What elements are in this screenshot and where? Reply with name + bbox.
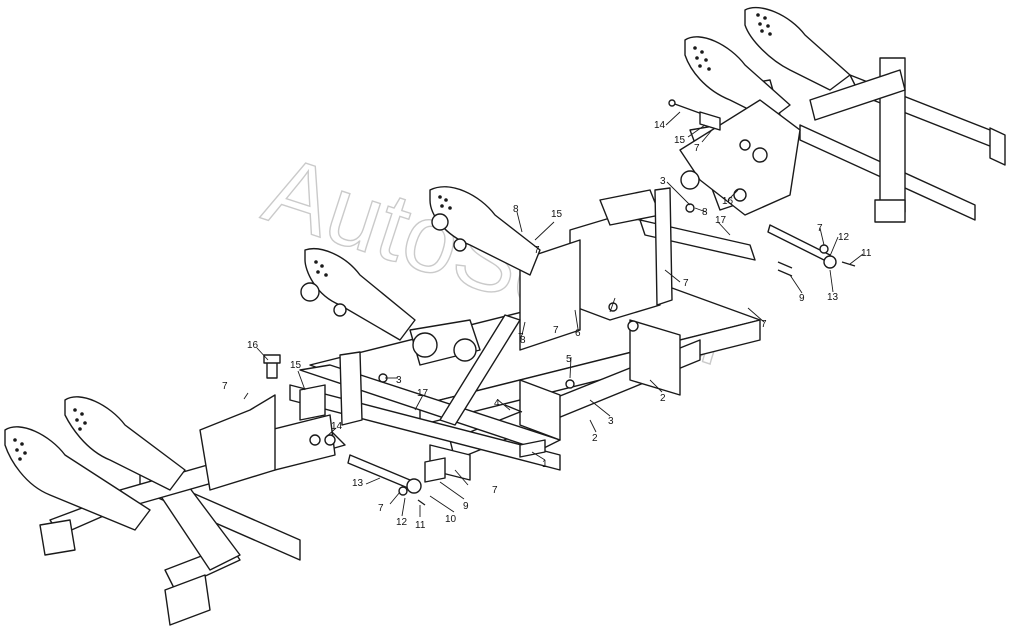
callout-2: 2 — [660, 393, 666, 404]
callout-9: 9 — [463, 501, 469, 512]
callout-8: 8 — [520, 335, 526, 346]
callout-3: 3 — [660, 176, 666, 187]
callout-labels: 1 2 2 3 3 3 4 5 6 7 7 7 7 7 7 7 7 7 7 8 … — [222, 120, 872, 531]
rear-hitch-frame — [679, 6, 1006, 223]
callout-8: 8 — [513, 204, 519, 215]
callout-15: 15 — [674, 135, 686, 146]
callout-3: 3 — [396, 375, 402, 386]
center-profile-plates — [300, 186, 541, 341]
callout-17: 17 — [715, 215, 727, 226]
callout-7: 7 — [761, 319, 767, 330]
callout-6: 6 — [575, 328, 581, 339]
callout-7: 7 — [378, 503, 384, 514]
front-hitch-frame — [4, 384, 346, 626]
callout-11: 11 — [415, 520, 426, 531]
callout-7: 7 — [534, 245, 540, 256]
callout-7: 7 — [683, 278, 689, 289]
callout-8: 8 — [702, 207, 708, 218]
main-frame — [289, 187, 761, 481]
callout-11: 11 — [861, 248, 872, 259]
callout-7: 7 — [817, 223, 823, 234]
callout-1: 1 — [542, 459, 548, 470]
callout-7: 7 — [492, 485, 498, 496]
callout-13: 13 — [352, 478, 364, 489]
callout-16: 16 — [247, 340, 259, 351]
rear-profile-plate-1 — [744, 6, 851, 91]
callout-7: 7 — [553, 325, 559, 336]
callout-15: 15 — [290, 360, 302, 371]
callout-4: 4 — [494, 398, 500, 409]
callout-16: 16 — [722, 196, 734, 207]
callout-14: 14 — [654, 120, 666, 131]
callout-12: 12 — [838, 232, 850, 243]
callout-3: 3 — [608, 416, 614, 427]
callout-13: 13 — [827, 292, 839, 303]
callout-10: 10 — [445, 514, 457, 525]
callout-7: 7 — [518, 332, 524, 343]
callout-2: 2 — [592, 433, 598, 444]
callout-14: 14 — [331, 421, 343, 432]
callout-9: 9 — [799, 293, 805, 304]
callout-15: 15 — [551, 209, 563, 220]
callout-7: 7 — [694, 143, 700, 154]
callout-5: 5 — [566, 354, 572, 365]
callout-12: 12 — [396, 517, 408, 528]
callout-17: 17 — [417, 388, 429, 399]
callout-7: 7 — [222, 381, 228, 392]
leader-lines — [243, 111, 864, 517]
